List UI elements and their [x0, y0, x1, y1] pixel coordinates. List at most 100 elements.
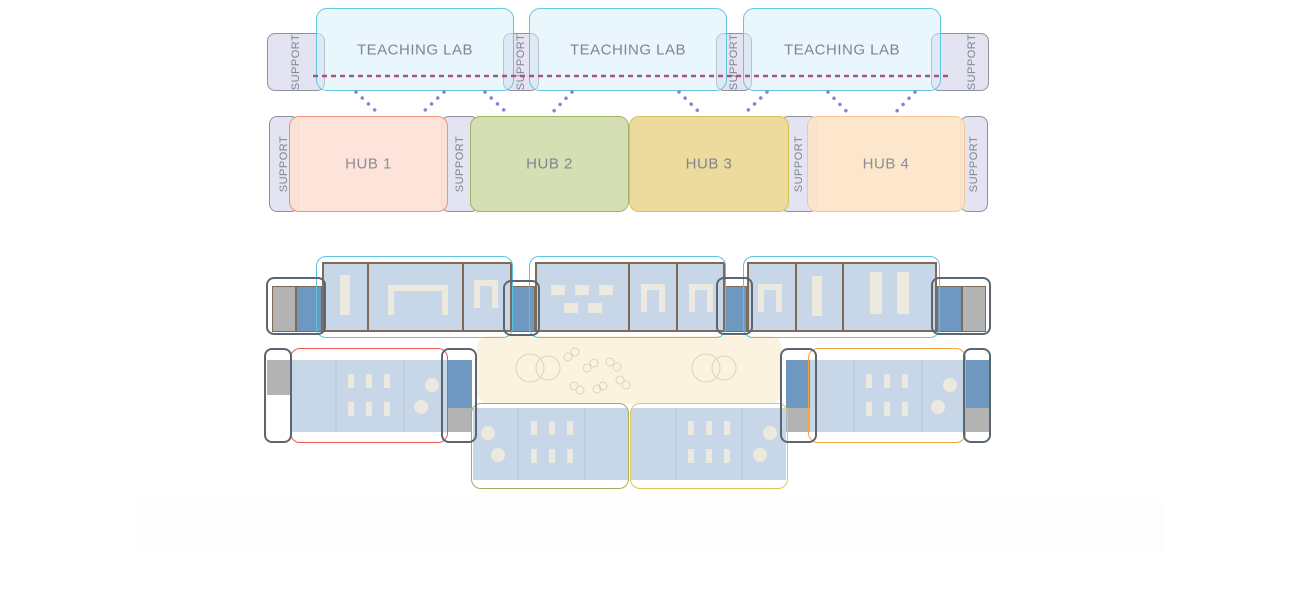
desk	[366, 374, 372, 388]
support-outline	[780, 348, 817, 443]
support-outline	[264, 348, 292, 443]
lab-bench	[758, 284, 764, 312]
desk	[348, 402, 354, 416]
desk	[866, 402, 872, 416]
lab-bench	[707, 284, 713, 312]
lab-table	[588, 303, 602, 313]
desk	[549, 421, 555, 435]
partition-wall	[628, 262, 630, 332]
desk	[688, 449, 694, 463]
lab-bench	[474, 280, 498, 286]
lab-bench	[689, 284, 695, 312]
desk	[531, 421, 537, 435]
hub-furniture	[335, 360, 957, 480]
lab-outline-2	[529, 256, 726, 338]
desk	[902, 374, 908, 388]
hub-label: HUB 4	[862, 155, 910, 173]
desk	[384, 374, 390, 388]
teaching-lab-label: TEACHING LAB	[356, 41, 474, 58]
connector-dotted	[354, 90, 382, 117]
support-outline	[266, 277, 326, 335]
hub-4-floor	[810, 360, 966, 432]
lab-bench	[442, 285, 448, 315]
desk	[706, 449, 712, 463]
schematic-diagram: SUPPORT SUPPORT SUPPORT SUPPORT TEACHING…	[0, 0, 1300, 230]
connector-layer	[313, 74, 950, 117]
partition-wall	[367, 262, 369, 332]
lab-bench	[758, 284, 782, 290]
desk	[384, 402, 390, 416]
cluster-table	[491, 448, 505, 462]
caption-panel	[135, 502, 1165, 552]
support-outline	[963, 348, 991, 443]
hub-3: HUB 3	[629, 116, 789, 212]
support-storage	[962, 286, 986, 332]
support-outline	[716, 277, 753, 335]
lab-bench	[870, 272, 882, 314]
lab-bench	[388, 285, 394, 315]
desk	[884, 374, 890, 388]
desk	[567, 421, 573, 435]
hub-label: HUB 1	[345, 155, 392, 173]
support-storage	[966, 408, 990, 432]
desk	[706, 421, 712, 435]
hub-1-floor	[292, 360, 448, 432]
commons-furniture	[515, 347, 737, 395]
connector-dotted	[891, 90, 917, 117]
support-box-lab-1: SUPPORT	[267, 33, 325, 91]
lab-table	[599, 285, 613, 295]
desk	[531, 449, 537, 463]
lab-bench	[897, 272, 909, 314]
support-room	[786, 360, 810, 408]
hub-2: HUB 2	[470, 116, 629, 212]
hub-4-outline	[808, 348, 966, 443]
desk	[866, 374, 872, 388]
cluster-table	[753, 448, 767, 462]
floor-plan	[0, 240, 1300, 500]
hub-2-outline	[471, 403, 629, 489]
connector-dotted	[418, 90, 446, 117]
cluster-table	[931, 400, 945, 414]
lab-bench	[659, 284, 665, 312]
partition-wall	[462, 262, 464, 332]
desk	[884, 402, 890, 416]
lab-outline-3	[743, 256, 940, 338]
cluster-table	[943, 378, 957, 392]
hub-1: HUB 1	[289, 116, 448, 212]
cluster-table	[481, 426, 495, 440]
lab-outline-1	[316, 256, 513, 338]
lab-table	[575, 285, 589, 295]
desk	[724, 449, 730, 463]
lab-bench	[641, 284, 665, 290]
desk	[348, 374, 354, 388]
partition-wall	[842, 262, 844, 332]
support-storage	[786, 408, 810, 432]
connector-dotted	[677, 90, 704, 117]
desk	[366, 402, 372, 416]
lab-bench	[776, 284, 782, 312]
support-storage	[272, 286, 296, 332]
support-outline	[441, 348, 477, 443]
hub-4: HUB 4	[807, 116, 965, 212]
hub-3-outline	[630, 403, 788, 489]
hub-2-floor	[473, 408, 628, 480]
desk	[688, 421, 694, 435]
lab-bench	[641, 284, 647, 312]
support-room	[966, 360, 990, 408]
lab-bench	[689, 284, 713, 290]
lab-bench	[492, 280, 498, 308]
lab-table	[551, 285, 565, 295]
support-room	[296, 286, 322, 332]
support-storage	[448, 408, 472, 432]
desk	[567, 449, 573, 463]
cluster-table	[763, 426, 777, 440]
hub-1-outline	[290, 348, 448, 443]
support-room	[937, 286, 962, 332]
partition-wall	[795, 262, 797, 332]
connector-dotted	[826, 90, 852, 117]
lab-bench	[474, 280, 480, 308]
cluster-table	[414, 400, 428, 414]
lab-bench	[812, 276, 822, 316]
support-outline	[503, 280, 540, 336]
lab-room-1	[322, 262, 512, 332]
